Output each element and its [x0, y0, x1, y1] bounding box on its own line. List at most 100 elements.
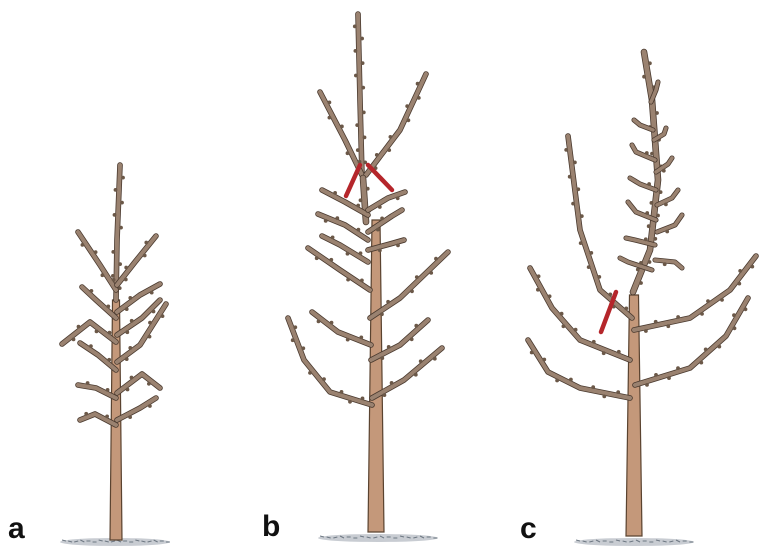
bud: [656, 214, 660, 218]
bud: [128, 346, 132, 350]
bud: [410, 337, 414, 341]
bud: [148, 321, 152, 325]
bud: [573, 161, 577, 165]
branch-a-left-3: [80, 343, 116, 370]
bud: [653, 237, 657, 241]
bud: [648, 61, 652, 65]
bud: [720, 298, 724, 302]
tree-c: [528, 52, 756, 546]
bud: [363, 136, 367, 140]
tree-b: [288, 14, 448, 542]
panel-label-b: b: [262, 512, 280, 542]
bud: [737, 282, 741, 286]
ground-b: [318, 534, 438, 542]
bud: [396, 196, 400, 200]
bud: [555, 379, 559, 383]
branch-b-right-0: [368, 192, 405, 210]
bud: [360, 37, 364, 41]
bud: [602, 395, 606, 399]
bud: [560, 312, 564, 316]
bud: [293, 325, 297, 329]
bud: [356, 148, 360, 152]
bud: [324, 219, 328, 223]
bud: [569, 378, 573, 382]
bud: [574, 328, 578, 332]
bud: [360, 279, 364, 283]
bud: [143, 254, 147, 258]
bud: [356, 204, 360, 208]
bud: [647, 224, 651, 228]
bud: [417, 96, 421, 100]
bud: [666, 324, 670, 328]
branch-a-right-4: [117, 374, 160, 393]
bud: [89, 344, 93, 348]
bud: [90, 289, 94, 293]
bud: [113, 213, 117, 217]
bud: [407, 118, 411, 122]
bud: [161, 314, 165, 318]
bud: [624, 307, 628, 311]
bud: [654, 373, 658, 377]
bud: [378, 205, 382, 209]
bud: [580, 214, 584, 218]
bud: [376, 228, 380, 232]
bud: [414, 373, 418, 377]
bud: [291, 338, 295, 342]
branch-c-leader-left-3: [630, 178, 656, 190]
bud: [148, 404, 152, 408]
bud: [434, 257, 438, 261]
bud: [602, 351, 606, 355]
bud: [410, 289, 414, 293]
cut-mark-b-left: [346, 165, 360, 196]
bud: [650, 201, 654, 205]
bud: [419, 359, 423, 363]
bud: [354, 74, 358, 78]
bud: [121, 176, 125, 180]
bud: [375, 153, 379, 157]
bud: [81, 243, 85, 247]
bud: [335, 216, 339, 220]
branch-a-right-0: [117, 236, 156, 285]
ground-c: [574, 538, 694, 546]
bud: [119, 226, 123, 230]
bud: [542, 358, 546, 362]
bud: [732, 313, 736, 317]
bud: [322, 377, 326, 381]
bud: [101, 273, 105, 277]
bud: [124, 266, 128, 270]
bud: [366, 187, 370, 191]
bud: [112, 278, 116, 282]
bud: [361, 61, 365, 65]
bud: [380, 217, 384, 221]
bud: [144, 241, 148, 245]
bud: [317, 320, 321, 324]
bud: [94, 250, 98, 254]
branch-c-mid-left: [530, 268, 630, 360]
bud: [648, 260, 652, 264]
bud: [733, 326, 737, 330]
branch-a-right-5: [117, 398, 156, 420]
bud: [639, 261, 643, 265]
branch-c-lower-right: [635, 298, 748, 385]
bud: [568, 175, 572, 179]
bud: [328, 116, 332, 120]
bud: [315, 256, 319, 260]
bud: [105, 415, 109, 419]
bud: [389, 135, 393, 139]
bud: [95, 330, 99, 334]
bud: [125, 307, 129, 311]
bud: [361, 86, 365, 90]
bud: [380, 312, 384, 316]
bud: [390, 381, 394, 385]
bud: [118, 262, 122, 266]
tree-a: [60, 165, 170, 546]
bud: [346, 252, 350, 256]
bud: [383, 393, 387, 397]
bud: [114, 188, 118, 192]
bud: [662, 169, 666, 173]
bud: [663, 262, 667, 266]
bud: [576, 187, 580, 191]
bud: [130, 376, 134, 380]
